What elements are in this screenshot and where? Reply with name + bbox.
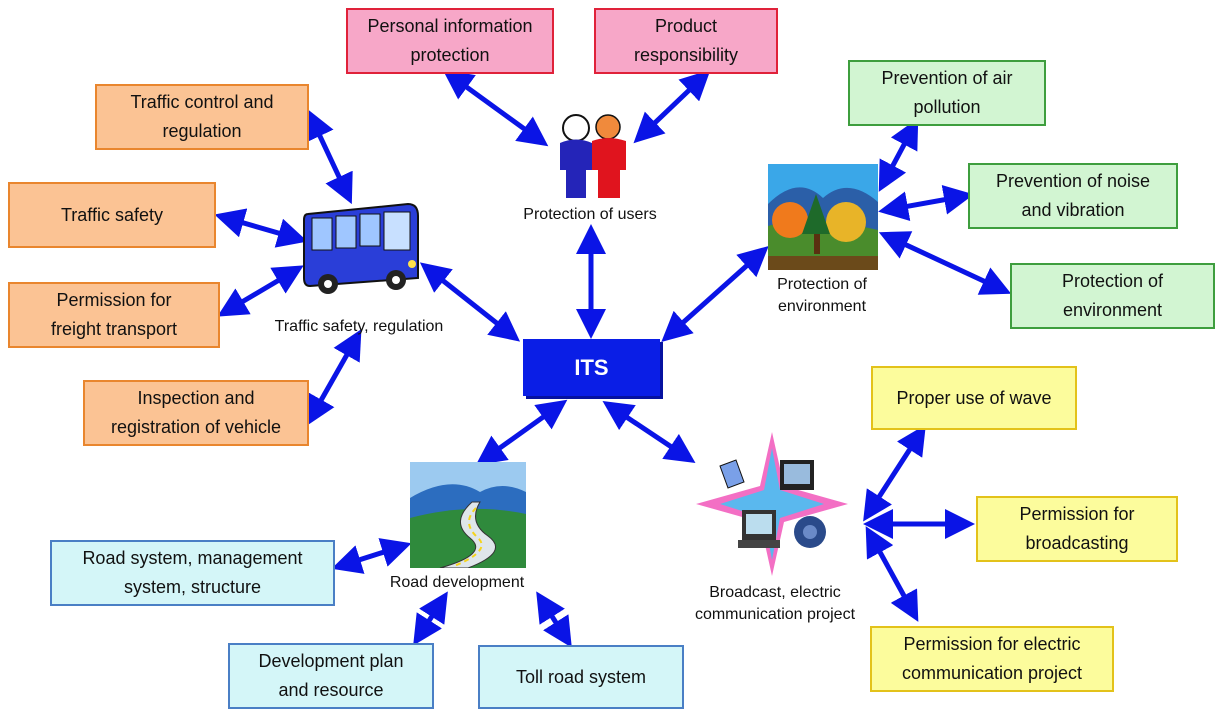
road-icon <box>410 462 526 568</box>
arrow-road-toll <box>536 591 572 648</box>
arrow-traffic-control <box>306 108 353 205</box>
arrow-bc-wave <box>863 424 926 522</box>
box-personal-information-protection: Personal information protection <box>346 8 554 74</box>
box-inspection-registration: Inspection and registration of vehicle <box>83 380 309 446</box>
box-electric-communication-permission: Permission for electric communication pr… <box>870 626 1114 692</box>
arrow-its-broadcast <box>602 401 696 463</box>
its-center-box: ITS <box>523 339 660 396</box>
box-broadcasting-permission: Permission for broadcasting <box>976 496 1178 562</box>
arrow-its-environment <box>661 246 769 342</box>
arrow-road-system <box>331 538 412 574</box>
box-air-pollution: Prevention of air pollution <box>848 60 1046 126</box>
arrow-its-road <box>475 399 568 466</box>
box-road-system: Road system, management system, structur… <box>50 540 335 606</box>
box-traffic-control: Traffic control and regulation <box>95 84 309 150</box>
arrow-env-noise <box>878 184 974 222</box>
arrow-road-devplan <box>413 591 448 646</box>
hub-caption-environment: Protection of environment <box>777 276 867 315</box>
hub-caption-road: Road development <box>389 574 525 591</box>
landscape-icon <box>768 164 878 270</box>
arrow-bc-electric <box>865 526 919 622</box>
box-product-responsibility: Product responsibility <box>594 8 778 74</box>
hub-caption-users: Protection of users <box>523 206 657 223</box>
people-icon <box>560 114 626 198</box>
box-protection-environment: Protection of environment <box>1010 263 1215 329</box>
arrow-traffic-safety <box>214 208 308 248</box>
box-proper-use-wave: Proper use of wave <box>871 366 1077 430</box>
box-toll-road-system: Toll road system <box>478 645 684 709</box>
box-development-plan: Development plan and resource <box>228 643 434 709</box>
arrow-its-traffic <box>419 262 521 342</box>
box-noise-vibration: Prevention of noise and vibration <box>968 163 1178 229</box>
communication-icon <box>696 432 848 576</box>
arrow-env-protection <box>878 231 1012 295</box>
arrow-traffic-freight <box>217 265 304 317</box>
hub-caption-broadcast: Broadcast, electric communication projec… <box>694 584 856 623</box>
arrow-users-product <box>633 69 711 144</box>
arrow-users-personal <box>442 69 549 147</box>
arrow-env-air <box>878 118 919 192</box>
arrow-traffic-inspection <box>306 329 362 426</box>
bus-icon <box>303 202 419 294</box>
hub-caption-traffic: Traffic safety, regulation <box>274 318 444 335</box>
box-freight-transport: Permission for freight transport <box>8 282 220 348</box>
box-traffic-safety: Traffic safety <box>8 182 216 248</box>
